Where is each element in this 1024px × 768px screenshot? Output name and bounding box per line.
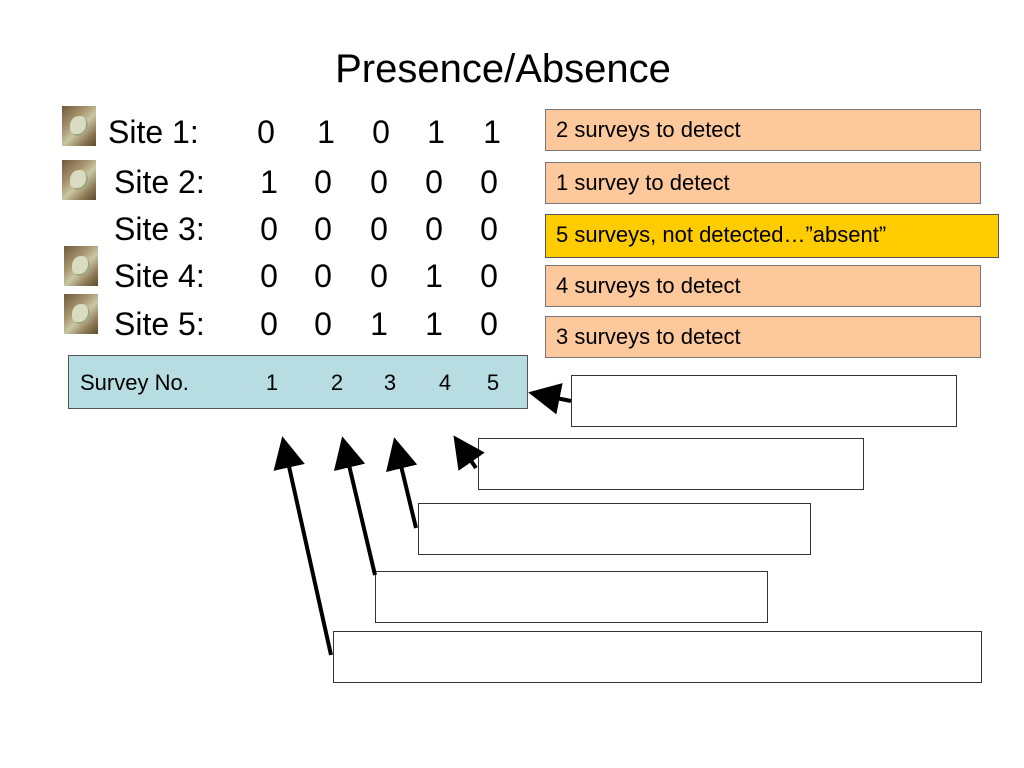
site-label: Site 2:	[114, 164, 205, 200]
frog-photo-icon	[62, 160, 96, 200]
survey-value: 1	[425, 258, 443, 294]
site-label: Site 1:	[108, 114, 199, 150]
arrow-icon	[333, 436, 377, 576]
survey-value: 1	[425, 306, 443, 342]
site-row-5: Site 5: 0 0 1 1 0	[0, 294, 540, 350]
arrow-icon	[273, 436, 333, 656]
survey-value: 1	[260, 164, 278, 200]
survey-bar-label: Survey No.	[80, 370, 189, 395]
site-4-note: 4 surveys to detect	[545, 265, 981, 307]
arrow-icon	[528, 383, 572, 415]
survey-number-bar: Survey No. 1 2 3 4 5	[68, 355, 528, 409]
empty-box-survey-1	[333, 631, 982, 683]
survey-number: 3	[383, 370, 397, 395]
frog-photo-icon	[62, 106, 96, 146]
survey-value: 0	[480, 211, 498, 247]
site-5-note: 3 surveys to detect	[545, 316, 981, 358]
survey-value: 0	[314, 306, 332, 342]
arrow-icon	[386, 437, 418, 529]
survey-value: 0	[425, 211, 443, 247]
survey-value: 0	[370, 258, 388, 294]
empty-box-survey-2	[375, 571, 768, 623]
survey-value: 0	[257, 114, 275, 150]
site-2-note: 1 survey to detect	[545, 162, 981, 204]
site-1-note: 2 surveys to detect	[545, 109, 981, 151]
slide-title: Presence/Absence	[335, 47, 671, 91]
survey-value: 0	[260, 211, 278, 247]
empty-box-survey-4	[478, 438, 864, 490]
survey-value: 0	[425, 164, 443, 200]
survey-value: 0	[480, 258, 498, 294]
survey-value: 1	[317, 114, 335, 150]
survey-value: 0	[314, 258, 332, 294]
site-3-note: 5 surveys, not detected…”absent”	[545, 214, 999, 258]
empty-box-survey-5	[571, 375, 957, 427]
survey-value: 1	[427, 114, 445, 150]
survey-value: 0	[480, 306, 498, 342]
survey-value: 0	[370, 164, 388, 200]
frog-photo-icon	[64, 294, 98, 334]
survey-value: 0	[314, 164, 332, 200]
survey-number: 1	[265, 370, 279, 395]
survey-number: 2	[330, 370, 344, 395]
survey-value: 0	[480, 164, 498, 200]
site-label: Site 4:	[114, 258, 205, 294]
site-label: Site 3:	[114, 211, 205, 247]
site-row-1: Site 1: 0 1 0 1 1	[0, 106, 540, 158]
survey-number: 5	[486, 370, 500, 395]
survey-value: 0	[260, 258, 278, 294]
survey-number: 4	[438, 370, 452, 395]
site-row-2: Site 2: 1 0 0 0 0	[0, 160, 540, 208]
survey-value: 0	[372, 114, 390, 150]
empty-box-survey-3	[418, 503, 811, 555]
survey-value: 0	[314, 211, 332, 247]
site-row-4: Site 4: 0 0 0 1 0	[0, 246, 540, 302]
survey-value: 0	[260, 306, 278, 342]
site-row-3: Site 3: 0 0 0 0 0	[0, 207, 540, 255]
survey-value: 1	[483, 114, 501, 150]
survey-value: 0	[370, 211, 388, 247]
frog-photo-icon	[64, 246, 98, 286]
arrow-icon	[453, 435, 485, 471]
survey-value: 1	[370, 306, 388, 342]
site-label: Site 5:	[114, 306, 205, 342]
